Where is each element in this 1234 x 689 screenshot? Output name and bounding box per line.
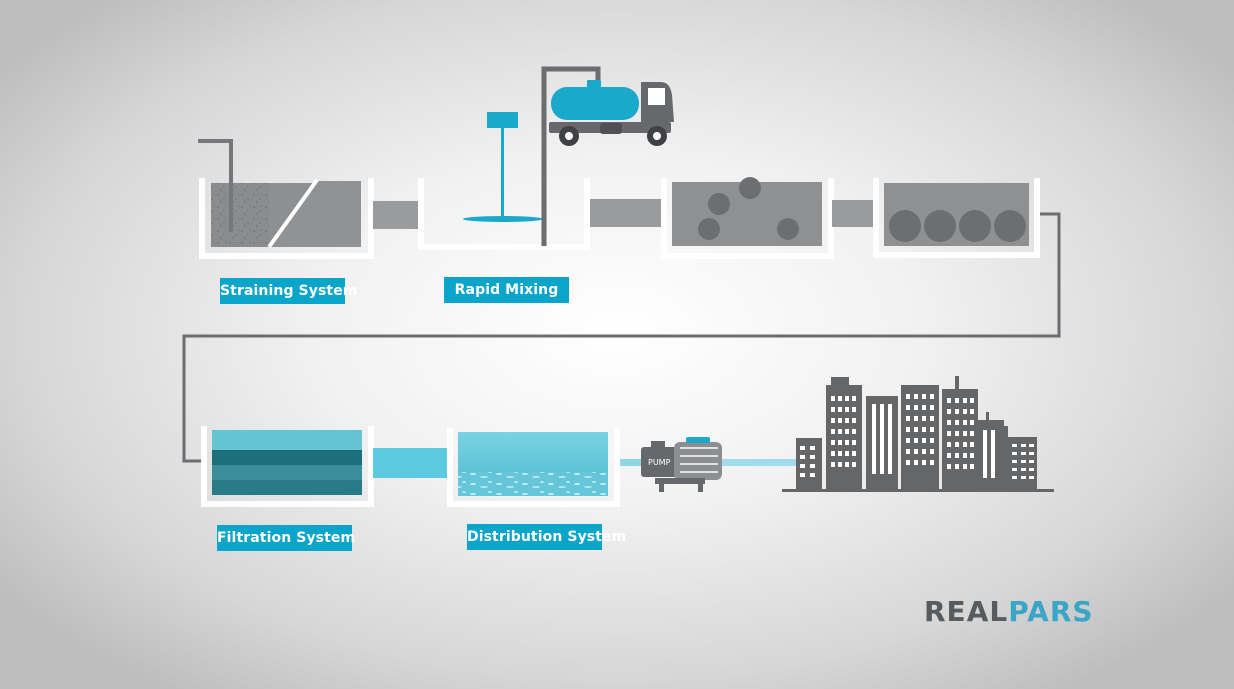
logo-part-pars: PARS: [1008, 595, 1094, 628]
realpars-logo: REALPARS: [924, 594, 1094, 630]
straining-system-label: Straining System: [220, 278, 357, 304]
logo-part-real: REAL: [924, 595, 1009, 628]
connector-pipe: [590, 199, 662, 227]
water-stream: [722, 459, 797, 466]
distribution-system-label: Distribution System: [467, 524, 626, 550]
filtration-tank: [201, 426, 374, 507]
connector-pipe: [373, 201, 419, 229]
chemical-feed-pipe: [541, 66, 601, 246]
distribution-tank: [447, 428, 620, 507]
rapid-mixing-label: Rapid Mixing: [444, 277, 569, 303]
inlet-pipe: [198, 139, 233, 232]
flocculation-tank: [661, 177, 834, 259]
filtration-system-label: Filtration System: [217, 525, 355, 551]
connector-pipe: [832, 200, 875, 227]
straining-tank: [199, 178, 374, 259]
pump-icon: PUMP: [641, 437, 722, 492]
connector-pipe: [373, 448, 448, 478]
rapid-mixing-tank: [418, 178, 590, 250]
sedimentation-tank: [873, 178, 1040, 258]
tanker-truck-icon: [549, 80, 674, 146]
water-stream: [620, 459, 642, 466]
mixer-icon: [463, 112, 543, 222]
transfer-pipe: [182, 212, 1061, 463]
pump-label: PUMP: [648, 458, 671, 467]
city-skyline-icon: [782, 376, 1054, 492]
